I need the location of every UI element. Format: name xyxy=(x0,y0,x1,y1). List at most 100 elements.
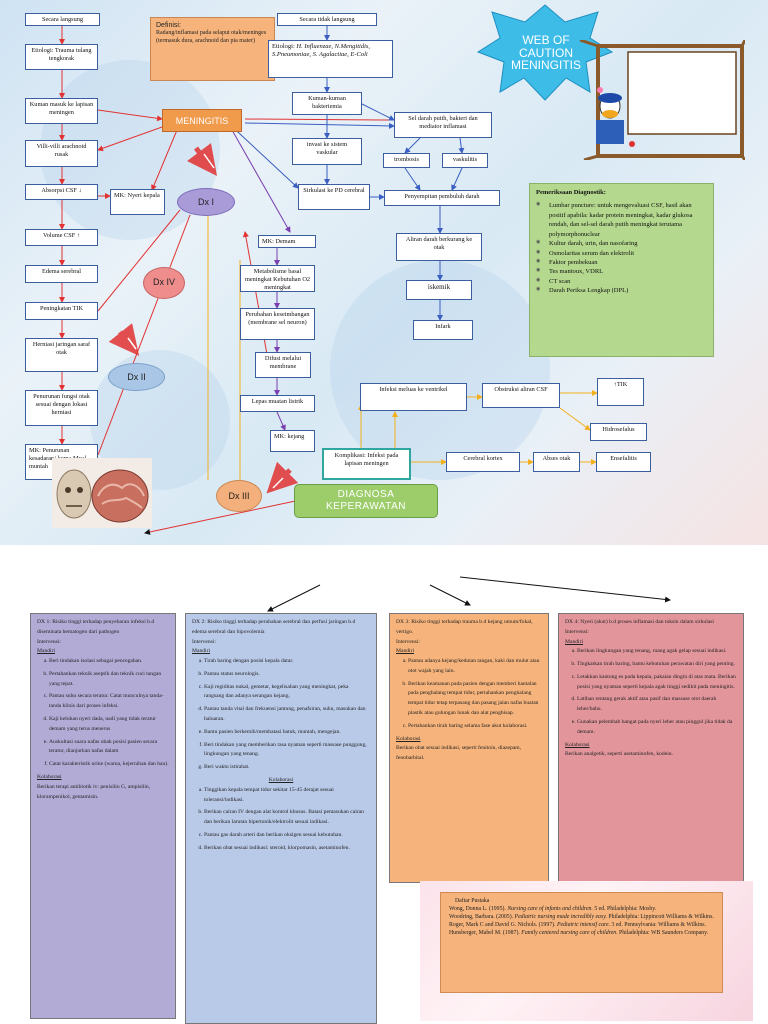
references-heading: Daftar Pustaka xyxy=(455,898,490,904)
card-item: Beri tindakan yang memberikan rasa nyama… xyxy=(204,741,370,761)
card-list: Pantau adanya kejang/kedutan tangan, kak… xyxy=(396,657,542,731)
node-absorpsi: Absorpsi CSF ↓ xyxy=(25,184,98,200)
card-mandiri: Mandiri xyxy=(565,638,584,645)
arrow-up-icon: ↑ xyxy=(76,232,80,239)
node-difusi: Difusi melalui membrane xyxy=(255,352,311,378)
references-box: Daftar Pustaka Wong, Donna L. (1995). Nu… xyxy=(440,892,723,993)
node-volume: Volume CSF ↑ xyxy=(25,229,98,246)
star-badge xyxy=(476,4,614,101)
dx1-card: DX 1: Risiko tinggi terhadap penyebaran … xyxy=(30,613,176,1019)
pemeriksaan-diagnostik: Pemeriksaan Diagnostik: Lumbar puncture:… xyxy=(529,183,714,357)
node-etiologi-bacteria: Etiologi: H. Influenzae, N.Mengitidis, S… xyxy=(268,40,393,78)
card-item: Tirah baring dengan posisi kepala datar. xyxy=(204,657,370,667)
reference-title: Nursing care of infants and children. xyxy=(507,905,593,912)
definition-box: Definisi: Radang/inflamasi pada selaput … xyxy=(150,17,275,81)
reference-title: Pediatric intensif care. xyxy=(556,921,611,928)
reference-entry: Wong, Donna L. (1995). Nursing care of i… xyxy=(449,906,714,914)
diagnosa-line1: DIAGNOSA xyxy=(337,489,395,500)
node-vaskulitis: vaskulitis xyxy=(442,153,488,168)
pemeriksaan-item: Lumbar puncture: untuk mengevaluasi CSF,… xyxy=(536,201,707,239)
card-kolaborasi: Kolaborasi xyxy=(396,735,421,742)
dx2-oval: Dx II xyxy=(108,363,165,391)
node-absorpsi-text: Absorpsi CSF xyxy=(41,187,77,194)
card-item: Kaji keluhan nyeri dada, nadi yang tidak… xyxy=(49,715,169,735)
node-indirect: Secara tidak langsung xyxy=(277,13,377,26)
reference-author: Hunsberger, Mabel M. (1987). xyxy=(449,929,520,936)
card-item: Beri tindakan isolasi sebagai pencegahan… xyxy=(49,657,169,667)
card-item: Berikan obat sesuai indikasi: steroid, k… xyxy=(204,844,370,854)
arrow-up-icon: ↑ xyxy=(613,381,617,388)
pemeriksaan-list: Lumbar puncture: untuk mengevaluasi CSF,… xyxy=(536,201,707,295)
card-list: Beri tindakan isolasi sebagai pencegahan… xyxy=(37,657,169,770)
dx3-oval: Dx III xyxy=(216,480,262,512)
node-lepas: Lepas muatan listrik xyxy=(240,395,315,412)
card-item: Latihan rentang gerak aktif atau pasif d… xyxy=(577,695,737,715)
node-villi: Villi-villi arachnoid rusak xyxy=(25,140,98,167)
card-item: Pertahankan tirah baring selama fase aku… xyxy=(408,722,542,732)
node-hidrosefalus: Hidrosefalus xyxy=(590,423,647,441)
star-title: WEB OF CAUTION MENINGITIS xyxy=(510,33,581,73)
card-mandiri: Mandiri xyxy=(192,648,211,655)
reference-publisher: Philadelphia: WB Saunders Company. xyxy=(619,929,709,936)
card-item: Auskultasi suara nafas ubah posisi pasie… xyxy=(49,738,169,758)
reference-publisher: 5 ed. Philadelphia: Mosby. xyxy=(594,905,657,912)
reference-entry: Hunsberger, Mabel M. (1987). Family cent… xyxy=(449,930,714,938)
card-item: Tinggikan kepala tempat tidur sekitar 15… xyxy=(204,786,370,806)
card-item: Pantau tanda vital dan frekuensi jantung… xyxy=(204,705,370,725)
node-etiologi-trauma: Etiologi: Trauma tulang tengkorak xyxy=(25,44,98,70)
node-metabolisme: Metabolisme basal meningkat Kebutuhan O2… xyxy=(240,265,315,292)
card-title: DX 2: Risiko tinggi terhadap perubahan s… xyxy=(192,619,356,635)
card-item: Pantau gas darah arteri dan berikan oksi… xyxy=(204,831,370,841)
reference-author: Wong, Donna L. (1995). xyxy=(449,905,506,912)
arrow-up-icon: ↓ xyxy=(78,187,82,194)
node-herniasi: Herniasi jaringan saraf otak xyxy=(25,338,98,372)
card-mandiri: Mandiri xyxy=(37,648,56,655)
branch-arrows xyxy=(267,576,671,612)
card-item: Bantu pasien berkemih/membatasi batuk, m… xyxy=(204,728,370,738)
reference-entry: Woodring, Barbara. (2005). Pediatric nur… xyxy=(449,914,714,922)
nursing-diagnosis-panel: DX 1: Risiko tinggi terhadap penyebaran … xyxy=(0,545,768,1024)
connector-lines xyxy=(59,4,614,535)
cartoon-frame-image xyxy=(570,38,747,162)
node-penyempitan: Penyempitan pembuluh darah xyxy=(384,190,500,206)
card-kolaborasi: Kolaborasi xyxy=(37,773,62,780)
node-infeksi-ventrikel: Infeksi meluas ke ventrikel xyxy=(360,383,467,411)
node-obstruksi: Obstruksi aliran CSF xyxy=(482,383,560,408)
card-list: Berikan lingkungan yang tenang, ruang ag… xyxy=(565,647,737,737)
node-invasi: invasi ke sistem vaskular xyxy=(292,138,362,165)
node-kuman-masuk: Kuman masuk ke lapisan meningen xyxy=(25,98,98,124)
node-edema: Edema serebral xyxy=(25,265,98,283)
etiologi-label: Etiologi: xyxy=(272,43,295,50)
card-item: Kaji regiditas nukal, gemetar, kegelisah… xyxy=(204,683,370,703)
node-perubahan: Perubahan keseimbangan (membrane sel neu… xyxy=(240,308,315,340)
node-ensefalitis: Ensefalitis xyxy=(596,452,651,472)
node-tik: Peningkatan TIK xyxy=(25,302,98,320)
card-kolaborasi-text: Berikan terapi antibiotik iv: penisilin … xyxy=(37,783,151,800)
node-volume-text: Volume CSF xyxy=(43,232,76,239)
dx3-card: DX 3: Risiko tinggi terhadap trauma b.d … xyxy=(389,613,549,883)
card-mandiri: Mandiri xyxy=(396,648,415,655)
node-penurunan-fungsi: Penurunan fungsi otak sesuai dengan loka… xyxy=(25,390,98,426)
card-kolaborasi: Kolaborasi xyxy=(565,741,590,748)
card-intervensi: Intervensi: xyxy=(396,638,420,645)
node-iskemik: iskemik xyxy=(406,280,472,300)
dx4-oval: Dx IV xyxy=(143,267,185,299)
definition-heading: Definisi: xyxy=(156,22,181,29)
reference-publisher: 3 ed. Pennsylvania: Williams & Wilkins. xyxy=(611,921,706,928)
node-sirkulasi: Sirkulasi ke PD cerebral xyxy=(298,184,370,210)
card-item: Pantau adanya kejang/kedutan tangan, kak… xyxy=(408,657,542,677)
node-mk-demam: MK: Demam xyxy=(258,235,316,248)
card-kolaborasi-text: Berikan obat sesuai indikasi, seperti fe… xyxy=(396,745,522,762)
pemeriksaan-item: Darah Periksa Lengkap (DPL) xyxy=(536,286,707,295)
dx2-card: DX 2: Risiko tinggi terhadap perubahan s… xyxy=(185,613,377,1024)
card-item: Pertahankan teknik aseptik dan teknik cu… xyxy=(49,670,169,690)
reference-title: Family centered nursing care of children… xyxy=(521,929,618,936)
definition-text: Radang/inflamasi pada selaput otak/menin… xyxy=(156,30,267,44)
concept-map-panel: WEB OF CAUTION MENINGITIS Definisi: Rada… xyxy=(0,0,768,545)
reference-entry: Roger, Mark C and David G. Nichols. (199… xyxy=(449,922,714,930)
etiologi-organisms: H. Influenzae, N.Mengitidis, S.Pneumonia… xyxy=(272,43,371,59)
node-abses: Abses otak xyxy=(533,452,580,472)
pemeriksaan-item: Kultur darah, urin, dan nasofaring xyxy=(536,239,707,248)
pemeriksaan-heading: Pemeriksaan Diagnostik: xyxy=(536,189,606,196)
card-item: Catat karakteristik urine (warna, kejern… xyxy=(49,760,169,770)
